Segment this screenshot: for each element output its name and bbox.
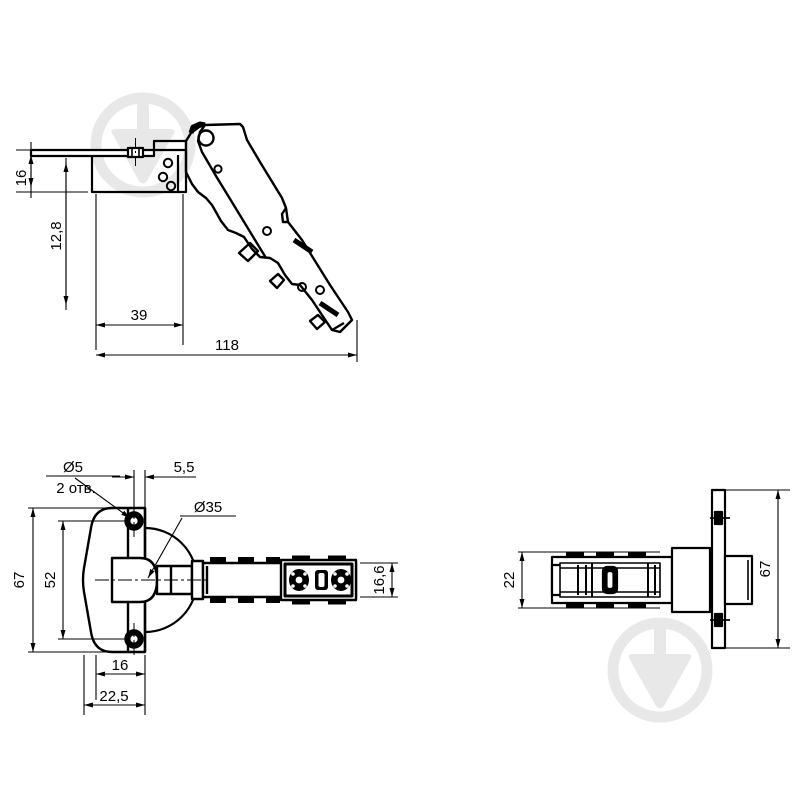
adjustment-screws xyxy=(289,569,351,591)
dimensions-view-3 xyxy=(518,489,790,649)
dim-label-67-v2: 67 xyxy=(11,572,28,589)
dimensions-view-1 xyxy=(16,142,358,362)
dim-label-16-v2: 16 xyxy=(112,657,129,674)
dim-label-5-5: 5,5 xyxy=(174,459,195,476)
dim-label-12-8: 12,8 xyxy=(48,221,65,250)
hinge-arm-open xyxy=(184,121,354,334)
dim-label-d5: Ø5 xyxy=(63,459,83,476)
dim-label-16-v1: 16 xyxy=(13,170,30,187)
dim-label-22: 22 xyxy=(501,572,518,589)
dim-label-118: 118 xyxy=(215,337,239,354)
dim-label-22-5: 22,5 xyxy=(99,688,128,705)
dim-label-39: 39 xyxy=(131,307,148,324)
dim-label-52: 52 xyxy=(42,572,59,589)
dim-label-16-6: 16,6 xyxy=(371,565,388,594)
dim-label-2-otv: 2 отв. xyxy=(56,480,96,497)
dimensions-view-2 xyxy=(28,470,398,715)
dim-label-67-v3: 67 xyxy=(757,561,774,578)
dim-label-d35: Ø35 xyxy=(194,499,222,516)
watermark-bottom xyxy=(613,623,707,717)
watermark-top xyxy=(96,98,190,192)
view-top-plan xyxy=(550,488,754,650)
view-side-elevation-open xyxy=(29,138,188,194)
